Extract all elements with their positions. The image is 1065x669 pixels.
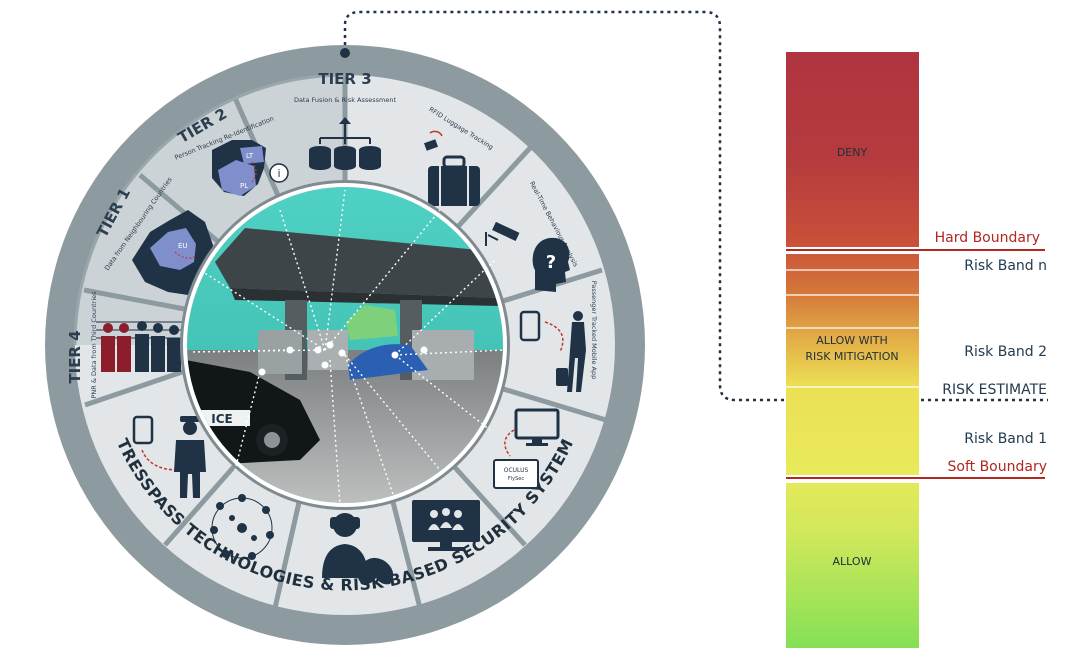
police-car-text: ICE — [211, 412, 232, 426]
info-glyph: i — [277, 167, 280, 180]
oculus-label: OCULUS — [504, 467, 529, 474]
risk-scale: DENY ALLOW WITH RISK MITIGATION ALLOW Ha… — [786, 52, 1047, 648]
head-question-icon: ? — [532, 237, 570, 292]
tier3-label: TIER 3 — [318, 70, 371, 88]
zone-deny: DENY — [837, 146, 868, 159]
mobile-app-icon — [519, 310, 586, 392]
police-officer-icon — [132, 415, 206, 498]
camera-icon — [485, 221, 520, 246]
risk-scale-bar — [786, 52, 919, 648]
lt-map-label: LT — [246, 152, 254, 160]
risk-band-n-label: Risk Band n — [964, 258, 1047, 274]
data-fusion-label: Data Fusion & Risk Assessment — [294, 96, 397, 104]
flysec-label: FlySec — [508, 476, 524, 482]
people-line-icon — [96, 321, 186, 372]
zone-allow: ALLOW — [833, 555, 872, 568]
soft-boundary-label: Soft Boundary — [948, 459, 1048, 475]
question-mark: ? — [546, 252, 556, 273]
risk-band-1-label: Risk Band 1 — [964, 431, 1047, 447]
zone-mitigation-line1: ALLOW WITH — [816, 334, 888, 347]
risk-estimate-connector — [343, 10, 1048, 402]
eu-map-icon: EU — [132, 210, 214, 295]
band-separators — [786, 269, 919, 388]
mobile-app-label: Passenger Tracked Mobile App — [590, 281, 598, 379]
poland-map-icon: LT PL i — [212, 140, 289, 196]
risk-band-2-label: Risk Band 2 — [964, 344, 1047, 360]
hard-boundary-label: Hard Boundary — [935, 230, 1040, 246]
crowd-monitor-icon — [412, 500, 480, 551]
data-fusion-icon — [309, 117, 381, 170]
pnr-label: PNR & Data from Third Countries — [90, 291, 98, 399]
tier4-label: TIER 4 — [66, 330, 84, 383]
info-icon — [269, 163, 289, 183]
eu-map-label: EU — [178, 242, 188, 250]
sensor-rays — [189, 189, 506, 506]
risk-estimate-label: RISK ESTIMATE — [942, 382, 1047, 398]
vr-gamer-icon — [322, 513, 394, 585]
pl-map-label: PL — [240, 182, 248, 190]
luggage-icon — [423, 130, 480, 206]
sensor-points — [258, 341, 428, 376]
network-icon — [210, 494, 274, 560]
zone-mitigation-line2: RISK MITIGATION — [805, 350, 898, 363]
monitor-oculus-icon: OCULUS FlySec — [493, 408, 560, 489]
connector-dot — [340, 48, 350, 58]
